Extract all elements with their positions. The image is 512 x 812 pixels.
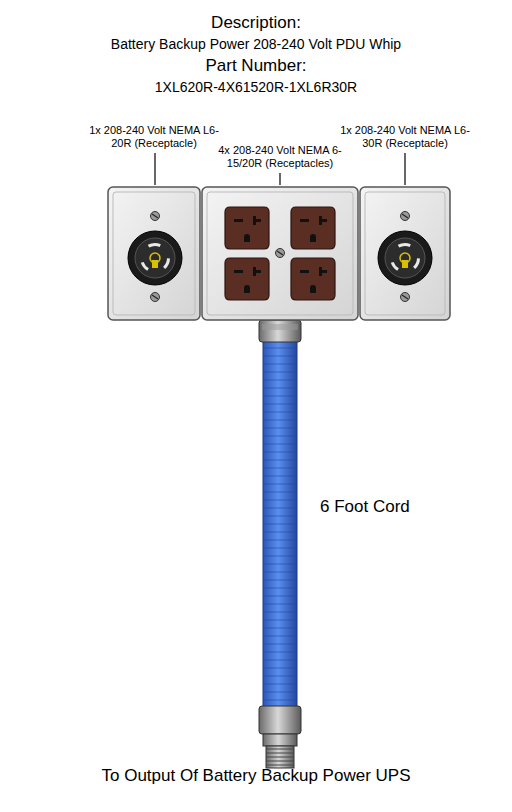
screw-slot bbox=[402, 214, 408, 218]
thread-line bbox=[266, 761, 294, 762]
receptacle-plate: 4x 208-240 Volt NEMA 6-15/20R (Receptacl… bbox=[202, 187, 358, 320]
twist-lock-receptacle bbox=[378, 231, 432, 285]
wall-plate bbox=[360, 187, 450, 320]
cord-label: 6 Foot Cord bbox=[320, 497, 410, 517]
screw-slot bbox=[152, 295, 158, 299]
receptacle-plate: 1x 208-240 Volt NEMA L6-30R (Receptacle) bbox=[360, 187, 450, 320]
duplex-receptacle bbox=[225, 207, 269, 249]
screw bbox=[401, 293, 410, 302]
leader-line bbox=[404, 153, 405, 185]
part-number: 1XL620R-4X61520R-1XL6R30R bbox=[0, 79, 512, 95]
title: Description: bbox=[0, 13, 512, 33]
leader-line bbox=[279, 173, 280, 185]
wall-plate bbox=[202, 187, 358, 320]
screw-slot bbox=[402, 295, 408, 299]
thread-line bbox=[266, 757, 294, 758]
subtitle: Battery Backup Power 208-240 Volt PDU Wh… bbox=[0, 36, 512, 52]
receptacle-label: 4x 208-240 Volt NEMA 6-15/20R (Receptacl… bbox=[205, 144, 355, 170]
heading: Part Number: bbox=[0, 56, 512, 76]
receptacle-label: 1x 208-240 Volt NEMA L6-30R (Receptacle) bbox=[339, 124, 471, 150]
caption: To Output Of Battery Backup Power UPS bbox=[0, 766, 512, 786]
duplex-receptacle bbox=[291, 207, 335, 249]
power-cord bbox=[259, 320, 301, 768]
wall-plate bbox=[108, 187, 200, 320]
receptacle-label: 1x 208-240 Volt NEMA L6-20R (Receptacle) bbox=[88, 124, 220, 150]
twist-lock-receptacle bbox=[128, 231, 182, 285]
screw bbox=[151, 212, 160, 221]
screw-slot bbox=[277, 251, 283, 255]
thread-line bbox=[266, 753, 294, 754]
duplex-receptacle bbox=[291, 258, 335, 300]
screws bbox=[151, 212, 410, 302]
thread-lines bbox=[266, 749, 294, 765]
receptacle-plate: 1x 208-240 Volt NEMA L6-20R (Receptacle) bbox=[108, 187, 200, 320]
twist-lock-receptacles bbox=[128, 231, 432, 285]
screw-slot bbox=[152, 214, 158, 218]
thread-line bbox=[266, 749, 294, 750]
screw bbox=[401, 212, 410, 221]
thread-line bbox=[266, 765, 294, 766]
duplex-receptacles bbox=[225, 207, 335, 300]
screw bbox=[151, 293, 160, 302]
leader-line bbox=[154, 153, 155, 185]
duplex-receptacle bbox=[225, 258, 269, 300]
screw bbox=[276, 249, 285, 258]
